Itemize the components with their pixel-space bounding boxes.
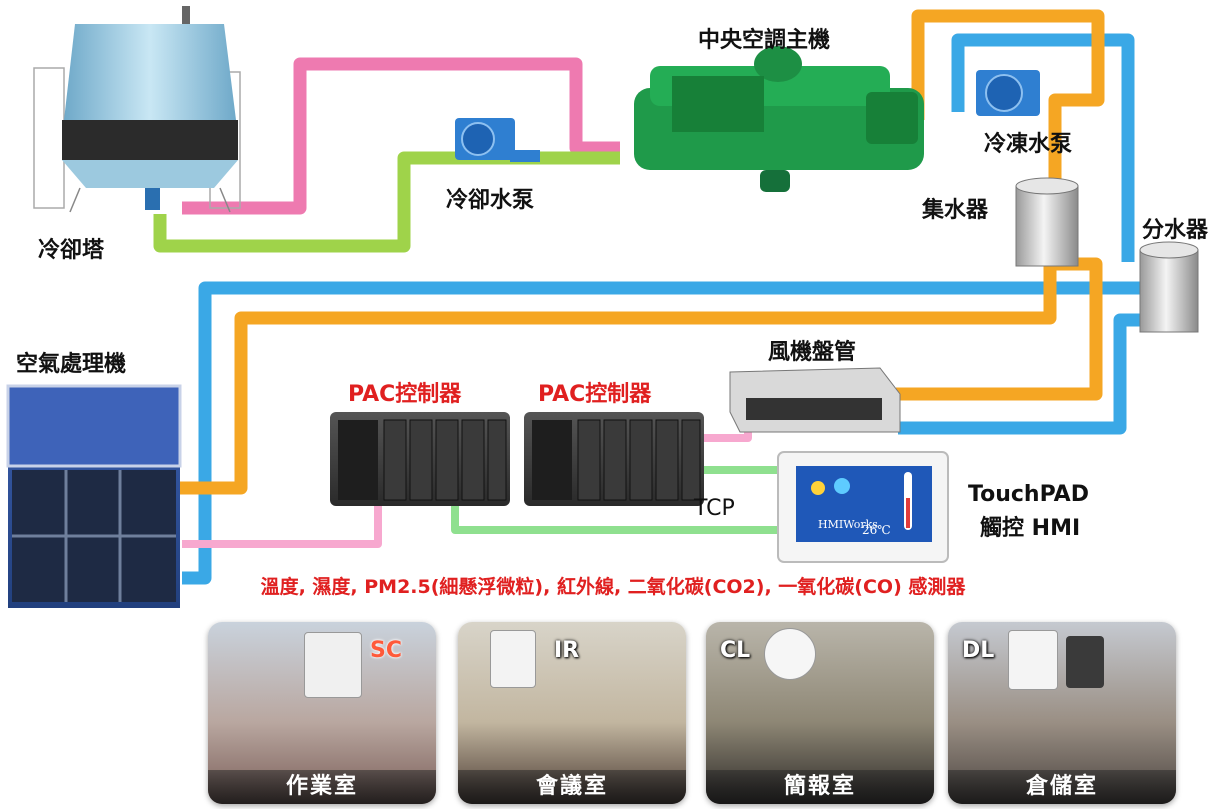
- room-name-storage: 倉儲室: [948, 770, 1176, 804]
- sensor-device-sc: [304, 632, 362, 698]
- room-badge-cl: CL: [720, 638, 751, 663]
- chilled-pump-label: 冷凍水泵: [984, 132, 1073, 157]
- cooling-pump: [455, 118, 540, 162]
- pac-controller-2-label: PAC控制器: [538, 382, 652, 407]
- header-pipe: [911, 9, 1105, 190]
- sensor-device-ir: [490, 630, 536, 688]
- air-handling-unit: [6, 384, 182, 608]
- tcp-label: TCP: [694, 496, 735, 521]
- room-badge-sc: SC: [370, 638, 402, 663]
- room-name-meeting: 會議室: [458, 770, 686, 804]
- chilled-supply-pipe-2: [182, 281, 1140, 585]
- supply-header-label: 分水器: [1142, 218, 1209, 243]
- room-name-presentation: 簡報室: [706, 770, 934, 804]
- room-badge-dl: DL: [962, 638, 995, 663]
- chilled-pump: [976, 70, 1040, 116]
- room-presentation: CL 簡報室: [706, 622, 934, 804]
- room-badge-ir: IR: [554, 638, 580, 663]
- room-name-workshop: 作業室: [208, 770, 436, 804]
- hmi-brand-text: HMIWorks: [818, 518, 878, 531]
- touchpad-label-line1: TouchPAD: [968, 482, 1089, 507]
- cooling-pump-label: 冷卻水泵: [446, 188, 535, 213]
- pac-controller-1: [330, 412, 510, 506]
- hmi-temperature-text: 26℃: [862, 523, 891, 537]
- condenser-hot-pipe: [182, 57, 620, 215]
- chilled-return-pipe: [180, 264, 1057, 495]
- room-meeting: IR 會議室: [458, 622, 686, 804]
- sensor-device-dl: [1008, 630, 1058, 690]
- room-storage: DL 倉儲室: [948, 622, 1176, 804]
- chilled-supply-pipe: [951, 33, 1135, 262]
- touchpad-hmi: [777, 451, 949, 563]
- chiller-unit: [634, 46, 924, 192]
- tcp-line: [451, 506, 780, 534]
- return-header-tank: [1015, 177, 1079, 267]
- sensor-device-cl: [764, 628, 816, 680]
- sensor-probe-dl: [1066, 636, 1104, 688]
- ahu-label: 空氣處理機: [16, 352, 127, 377]
- cooling-tower: [33, 6, 241, 213]
- pink-signal-line: [182, 506, 382, 548]
- room-workshop: SC 作業室: [208, 622, 436, 804]
- pac-controller-2: [524, 412, 704, 506]
- fcu-label: 風機盤管: [768, 340, 857, 365]
- touchpad-label-line2: 觸控 HMI: [980, 516, 1081, 541]
- sensor-caption: 溫度, 濕度, PM2.5(細懸浮微粒), 紅外線, 二氧化碳(CO2), 一氧…: [260, 576, 966, 598]
- fan-coil-unit: [729, 367, 901, 433]
- chiller-label: 中央空調主機: [698, 28, 831, 53]
- supply-header-tank: [1139, 241, 1199, 333]
- pac-controller-1-label: PAC控制器: [348, 382, 462, 407]
- return-header-label: 集水器: [922, 198, 989, 223]
- chilled-return-pipe-2: [898, 313, 1160, 435]
- cooling-tower-label: 冷卻塔: [38, 238, 105, 263]
